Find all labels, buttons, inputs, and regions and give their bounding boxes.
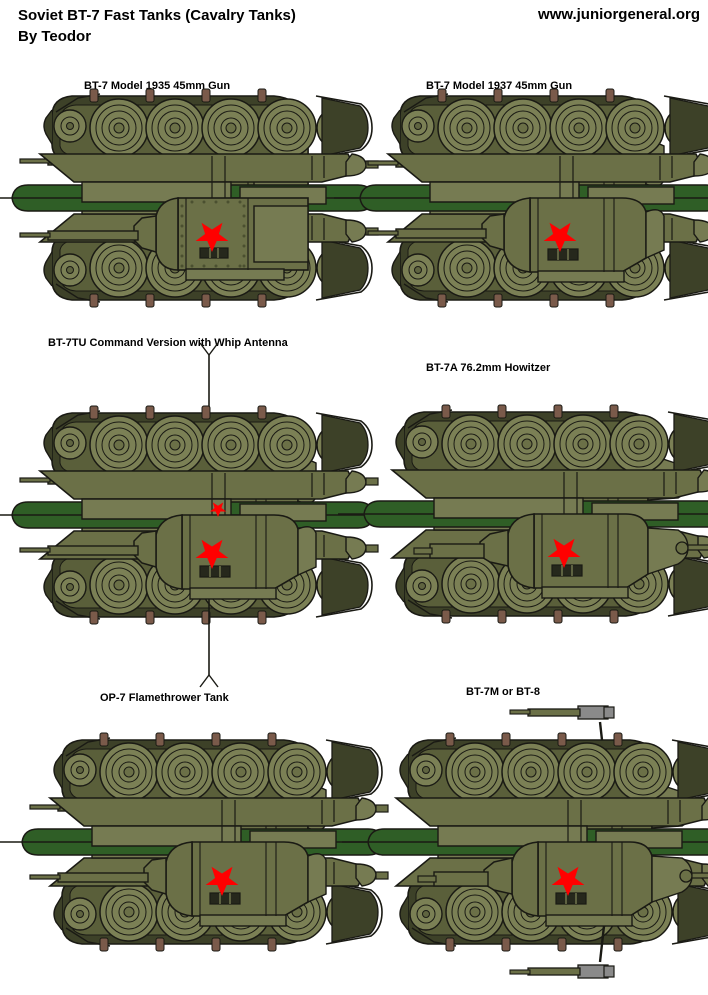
caption-bt7a: BT-7A 76.2mm Howitzer: [426, 362, 551, 374]
unit-bt7tu[interactable]: [0, 342, 407, 688]
unit-op7[interactable]: [0, 712, 417, 962]
page-title-line1: Soviet BT-7 Fast Tanks (Cavalry Tanks): [18, 7, 296, 24]
caption-bt7m-bt8: BT-7M or BT-8: [466, 686, 540, 698]
page-title-line2: By Teodor: [18, 28, 92, 45]
unit-bt7a[interactable]: [337, 390, 708, 630]
caption-bt7-m1935: BT-7 Model 1935 45mm Gun: [84, 80, 231, 92]
unit-bt7-m1935[interactable]: [0, 84, 407, 314]
unit-bt7-m1937[interactable]: [333, 84, 708, 314]
caption-bt7tu: BT-7TU Command Version with Whip Antenna: [48, 337, 288, 349]
hull-body-mirror: [391, 469, 708, 521]
site-url: www.juniorgeneral.org: [538, 6, 700, 23]
caption-op7: OP-7 Flamethrower Tank: [100, 692, 229, 704]
hull-body-mirror: [395, 797, 708, 849]
hull-body-mirror: [387, 153, 708, 205]
unit-bt7m-bt8[interactable]: [341, 704, 708, 980]
caption-bt7-m1937: BT-7 Model 1937 45mm Gun: [426, 80, 573, 92]
